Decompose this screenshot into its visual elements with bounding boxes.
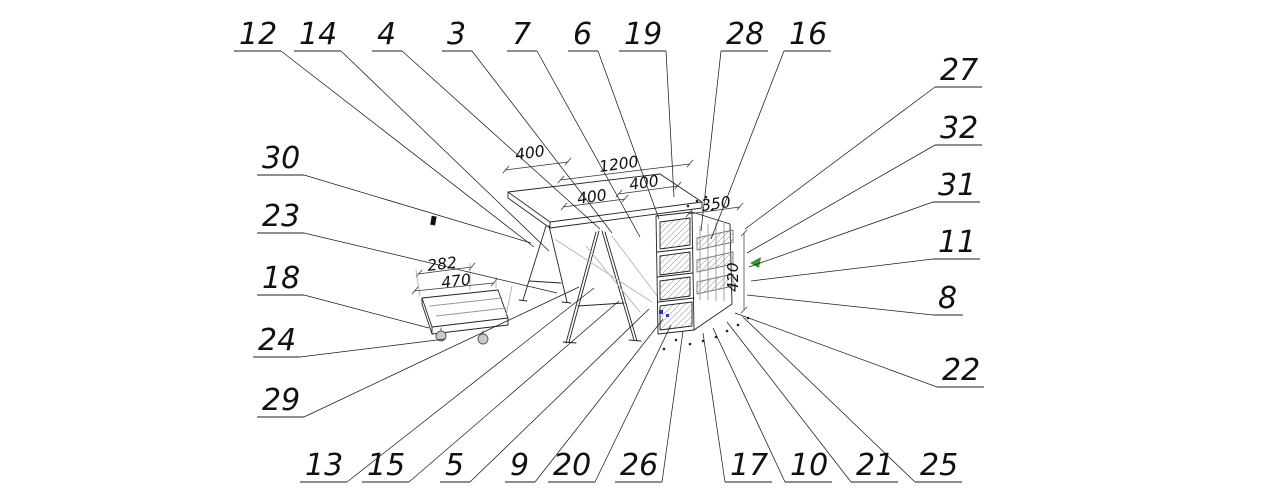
leader-line <box>536 50 641 238</box>
leader-line <box>303 232 558 294</box>
leader-line <box>534 318 664 483</box>
leader-line <box>303 294 430 329</box>
callout-label-8: 8 <box>938 281 957 316</box>
leader-lines <box>234 50 984 483</box>
callout-label-15: 15 <box>367 448 405 483</box>
drawer-front-4 <box>659 301 693 331</box>
leader-line <box>408 300 620 483</box>
leader-line <box>750 258 934 282</box>
callout-label-29: 29 <box>262 383 300 418</box>
desk-leg-left <box>518 225 572 304</box>
callout-label-27: 27 <box>940 53 978 88</box>
dimension-text-1200: 1200 <box>598 153 640 176</box>
dimension-text-282: 282 <box>426 253 458 274</box>
callout-label-7: 7 <box>512 17 531 52</box>
leader-line <box>303 174 532 244</box>
axis-arrow-green <box>750 257 761 268</box>
callout-label-6: 6 <box>573 17 592 52</box>
dimension-text-400: 400 <box>514 142 546 164</box>
leader-line <box>700 50 722 232</box>
drawer-front-2 <box>659 251 691 276</box>
small-part <box>430 215 437 226</box>
drawer-front-3 <box>659 276 691 301</box>
callout-label-10: 10 <box>790 448 828 483</box>
dimension-text-420: 420 <box>724 262 742 292</box>
leader-line <box>665 50 675 198</box>
callout-label-16: 16 <box>789 17 827 52</box>
dimension-text-350: 350 <box>700 193 732 215</box>
callout-label-22: 22 <box>942 353 980 388</box>
dimension-text-470: 470 <box>440 270 472 291</box>
callout-label-13: 13 <box>305 448 343 483</box>
caster-wheel <box>477 333 489 345</box>
callout-label-25: 25 <box>920 448 958 483</box>
leader-line <box>746 144 936 254</box>
callout-label-24: 24 <box>258 323 296 358</box>
drawer-box-exploded-1 <box>696 229 734 251</box>
blue-part <box>659 310 663 314</box>
leader-line <box>471 50 613 234</box>
leader-line <box>340 50 550 252</box>
leader-line <box>469 308 650 483</box>
mobile-pedestal-top <box>421 289 509 328</box>
callout-label-20: 20 <box>553 448 591 483</box>
leader-line <box>661 330 684 483</box>
caster-wheel <box>435 330 447 342</box>
support-braces <box>555 235 659 313</box>
callout-label-5: 5 <box>445 448 464 483</box>
leader-line <box>742 316 916 483</box>
callout-label-19: 19 <box>624 17 662 52</box>
callout-label-28: 28 <box>726 17 764 52</box>
leader-line <box>702 332 726 483</box>
callout-label-21: 21 <box>856 448 894 483</box>
side-panel-lines <box>699 221 725 302</box>
leader-line <box>748 201 934 268</box>
callout-label-30: 30 <box>262 141 300 176</box>
callout-label-32: 32 <box>940 111 978 146</box>
mobile-pedestal-lines <box>429 297 507 317</box>
callout-label-11: 11 <box>938 225 976 260</box>
leader-line <box>710 50 785 240</box>
dimension-text-400: 400 <box>576 186 608 208</box>
desk-top-edge <box>507 191 703 229</box>
leader-line <box>597 50 660 220</box>
callout-label-31: 31 <box>938 168 976 203</box>
callout-label-17: 17 <box>730 448 768 483</box>
leader-line <box>346 287 595 483</box>
leader-line <box>712 327 786 483</box>
leader-line <box>594 324 672 483</box>
leader-line <box>734 312 938 388</box>
callout-label-9: 9 <box>510 448 529 483</box>
callout-label-3: 3 <box>447 17 466 52</box>
leader-line <box>401 50 601 230</box>
dimension-text-400: 400 <box>628 172 660 194</box>
dimension-lines <box>411 157 748 317</box>
callout-label-18: 18 <box>262 261 300 296</box>
callout-label-14: 14 <box>299 17 337 52</box>
leader-line <box>744 86 936 230</box>
leader-line <box>746 294 934 316</box>
leader-line <box>726 321 852 483</box>
blue-part <box>666 314 669 317</box>
drawer-dividers <box>656 247 695 303</box>
leader-line <box>299 338 446 358</box>
callout-label-12: 12 <box>239 17 277 52</box>
callout-label-4: 4 <box>377 17 396 52</box>
callout-label-23: 23 <box>262 199 300 234</box>
leader-line <box>303 286 580 418</box>
drawer-front-1 <box>659 217 691 250</box>
furniture-drawing <box>411 157 761 351</box>
callout-label-26: 26 <box>620 448 658 483</box>
leader-line <box>280 50 535 248</box>
mobile-pedestal-front <box>421 297 509 335</box>
